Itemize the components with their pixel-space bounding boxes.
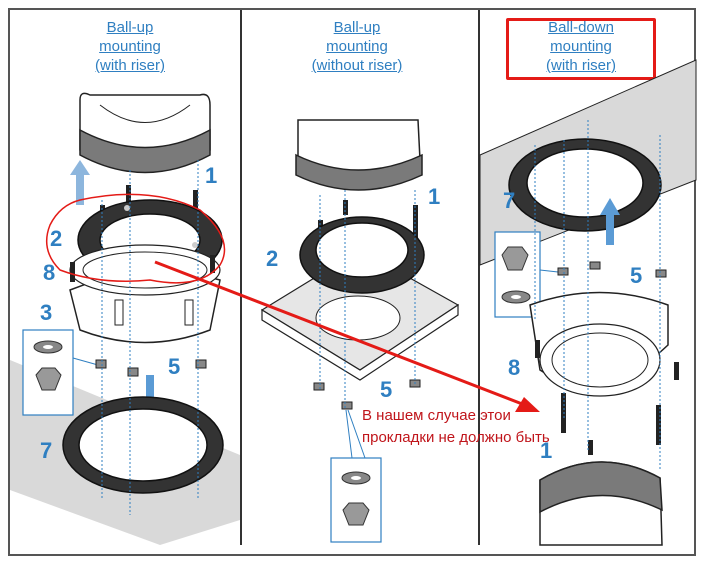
panel-1-title-line: Ball-up xyxy=(106,19,154,36)
hardware-inset xyxy=(22,329,99,416)
panel-3-title-line: mounting xyxy=(550,38,612,55)
hardware-inset xyxy=(330,409,382,543)
nut xyxy=(341,401,353,410)
label-7: 7 xyxy=(40,438,52,463)
panel-2-title-line: mounting xyxy=(326,38,388,55)
annotation-note-line: прокладки не должно быть xyxy=(362,429,550,446)
nut xyxy=(313,382,325,391)
mounting-ring xyxy=(508,138,662,232)
guide-lines xyxy=(101,160,199,515)
screw xyxy=(535,340,540,358)
camera-dome-top xyxy=(295,119,423,191)
label-1: 1 xyxy=(205,163,217,188)
label-1: 1 xyxy=(540,438,552,463)
nut xyxy=(195,359,207,369)
column-divider-2 xyxy=(478,10,480,545)
panel-1-title: Ball-up mounting (with riser) xyxy=(60,18,200,75)
nut xyxy=(655,269,667,278)
plate-hole xyxy=(315,295,401,341)
nut xyxy=(127,367,139,377)
guide-lines xyxy=(534,120,661,470)
panel-2-title: Ball-up mounting (without riser) xyxy=(282,18,432,75)
nut xyxy=(589,261,601,270)
label-8: 8 xyxy=(43,260,55,285)
red-arrow-annotation xyxy=(154,260,540,412)
annotation-note-line: В нашем случае этои xyxy=(362,407,511,424)
label-5: 5 xyxy=(168,354,180,379)
label-5: 5 xyxy=(630,263,642,288)
bolt xyxy=(588,440,593,455)
panel-2-title-line: Ball-up xyxy=(333,19,381,36)
camera-dome-top xyxy=(79,92,211,174)
red-circle-annotation xyxy=(45,193,226,284)
hardware-inset xyxy=(494,231,559,318)
arrow-up-icon xyxy=(70,160,90,205)
bolt xyxy=(656,405,661,445)
highlight-box-ball-down xyxy=(506,18,656,80)
screw xyxy=(70,262,75,282)
mounting-ring xyxy=(62,396,224,494)
mounting-plate-edge xyxy=(261,303,459,381)
column-divider-1 xyxy=(240,10,242,545)
panel-1-title-line: (with riser) xyxy=(95,57,165,74)
screw xyxy=(210,255,215,273)
gasket-ring xyxy=(299,216,425,294)
guide-lines xyxy=(319,190,416,410)
panel-3-title-line: (with riser) xyxy=(546,57,616,74)
nut xyxy=(95,359,107,369)
camera-dome-bottom xyxy=(539,461,663,546)
label-8: 8 xyxy=(508,355,520,380)
panel-3-title: Ball-down mounting (with riser) xyxy=(511,18,651,75)
label-1: 1 xyxy=(428,184,440,209)
label-7: 7 xyxy=(503,188,515,213)
screw xyxy=(674,362,679,380)
nut xyxy=(557,267,569,276)
label-5: 5 xyxy=(380,377,392,402)
arrow-up-icon xyxy=(600,198,620,245)
label-2: 2 xyxy=(50,226,62,251)
riser-base xyxy=(529,291,669,397)
panel-2-title-line: (without riser) xyxy=(311,57,403,74)
label-2: 2 xyxy=(266,246,278,271)
panel-3-title-line: Ball-down xyxy=(548,19,614,36)
panel-1-title-line: mounting xyxy=(99,38,161,55)
annotation-note: В нашем случае этои прокладки не должно … xyxy=(362,405,550,449)
label-3: 3 xyxy=(40,300,52,325)
